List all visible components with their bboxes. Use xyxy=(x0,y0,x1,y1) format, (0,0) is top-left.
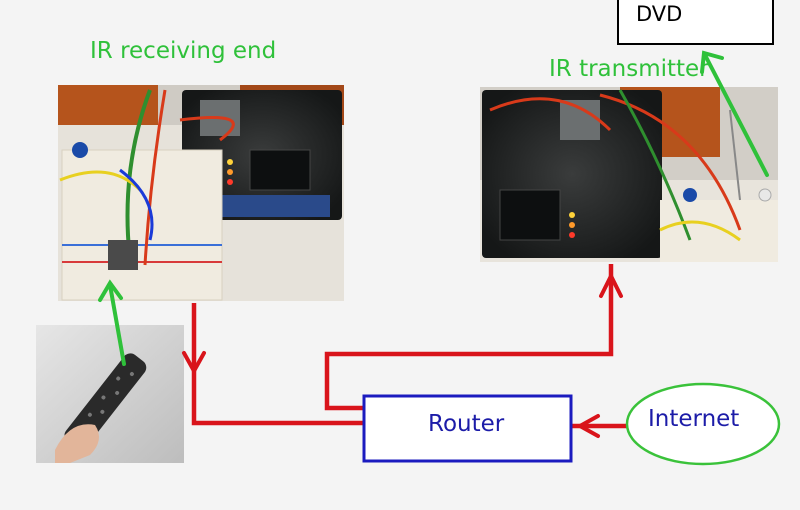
arrow-left-router-icon xyxy=(575,414,600,438)
arrow-up-transmitter-icon xyxy=(599,271,623,298)
receiver-photo xyxy=(58,85,344,301)
internet-ellipse xyxy=(625,382,781,466)
remote-photo xyxy=(36,325,184,463)
red-arrowheads xyxy=(182,271,623,438)
router-label: Router xyxy=(428,411,505,437)
green-arrowhead-dvd-icon xyxy=(700,50,724,74)
green-arrows xyxy=(98,50,769,366)
receiver-title: IR receiving end xyxy=(90,38,277,64)
router-box xyxy=(362,394,573,463)
green-arrow-remote-to-receiver xyxy=(108,283,126,366)
dvd-box xyxy=(617,0,774,45)
wire-router-to-receiver xyxy=(191,303,363,426)
internet-label: Internet xyxy=(648,406,740,432)
green-arrowhead-receiver-icon xyxy=(98,279,123,302)
wire-router-to-transmitter xyxy=(324,264,614,411)
arrow-down-receiver-icon xyxy=(182,351,206,376)
transmitter-photo xyxy=(480,87,778,262)
dvd-label: DVD xyxy=(636,2,683,26)
green-arrow-transmitter-to-dvd xyxy=(703,53,769,177)
transmitter-title: IR transmitter xyxy=(549,56,709,82)
